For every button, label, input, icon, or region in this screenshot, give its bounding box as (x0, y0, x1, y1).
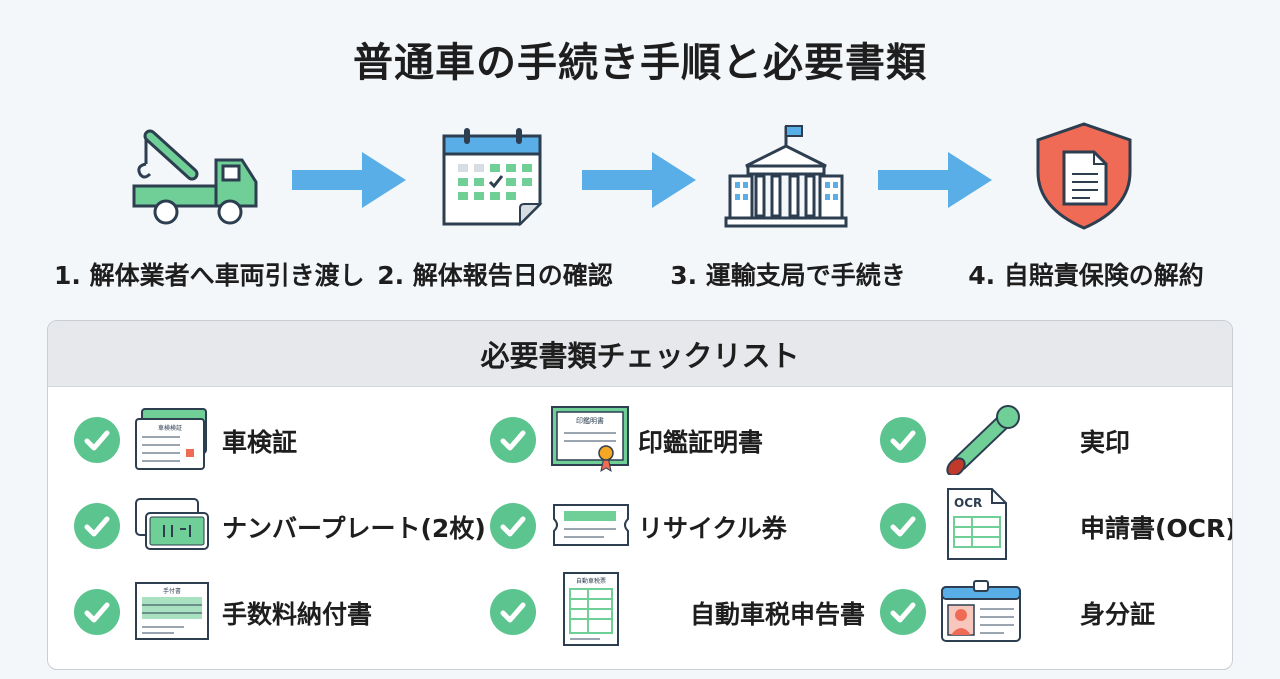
check-icon (490, 417, 536, 463)
step-label: 2. 解体報告日の確認 (377, 261, 613, 290)
check-icon (880, 503, 926, 549)
step-label: 4. 自賠責保険の解約 (968, 261, 1204, 290)
checklist-item-label: 車検証 (222, 428, 298, 457)
stamp-icon (946, 405, 1020, 475)
checklist-item-label: リサイクル券 (638, 514, 787, 543)
check-icon (74, 503, 120, 549)
checklist-item-label: 実印 (1080, 428, 1131, 457)
checklist-item: 実印 (880, 405, 1210, 475)
checklist-item-label: 自動車税申告書 (690, 600, 866, 629)
checklist-title: 必要書類チェックリスト (48, 321, 1232, 387)
checklist-item: 車検検証 車検証 (74, 405, 454, 475)
vehicle-registration-icon: 車検検証 (135, 408, 207, 470)
check-icon (74, 417, 120, 463)
tax-form-icon: 自動車税票 (563, 572, 619, 646)
checklist-item-label: 申請書(OCR) (1080, 514, 1233, 543)
step-label: 3. 運輸支局で手続き (670, 261, 906, 290)
check-icon (880, 417, 926, 463)
checklist-item-label: 手数料納付書 (222, 600, 373, 629)
check-icon (74, 589, 120, 635)
checklist-item: 手付書 手数料納付書 (74, 577, 454, 647)
check-icon (880, 589, 926, 635)
checklist-item: 印鑑明書 印鑑証明書 (490, 405, 870, 475)
id-card-icon (941, 580, 1021, 642)
arrow-icon (878, 152, 992, 208)
step-label: 1. 解体業者へ車両引き渡し (54, 261, 365, 290)
arrow-icon (582, 152, 696, 208)
fee-form-icon: 手付書 (135, 582, 209, 640)
checklist-panel: 必要書類チェックリスト 車検検証 車検証 印鑑明書 印鑑証明書 (47, 320, 1233, 670)
checklist-item-label: 身分証 (1080, 600, 1156, 629)
checklist-item: 身分証 (880, 577, 1210, 647)
icon-text: 印鑑明書 (576, 416, 604, 425)
checklist-item: ナンバープレート(2枚) (74, 491, 494, 561)
checklist-item: 自動車税票 自動車税申告書 (490, 572, 890, 647)
license-plate-icon (135, 498, 209, 550)
checklist-item: OCR 申請書(OCR) (880, 488, 1232, 561)
shield-document-icon (1036, 122, 1132, 230)
checklist-item-label: 印鑑証明書 (638, 428, 764, 457)
recycle-ticket-icon (553, 504, 629, 546)
icon-text: 車検検証 (158, 424, 182, 432)
check-icon (490, 503, 536, 549)
icon-text: 自動車税票 (576, 577, 606, 585)
government-building-icon (724, 125, 848, 228)
arrow-icon (292, 152, 406, 208)
icon-text: OCR (954, 496, 982, 510)
icon-text: 手付書 (163, 587, 181, 595)
calendar-check-icon (442, 128, 543, 227)
seal-certificate-icon: 印鑑明書 (551, 406, 629, 473)
check-icon (490, 589, 536, 635)
checklist-item-label: ナンバープレート(2枚) (222, 514, 486, 543)
page-title: 普通車の手続き手順と必要書類 (353, 40, 927, 86)
tow-truck-icon (132, 129, 258, 225)
checklist-item: リサイクル券 (490, 491, 870, 561)
ocr-form-icon: OCR (947, 488, 1007, 560)
